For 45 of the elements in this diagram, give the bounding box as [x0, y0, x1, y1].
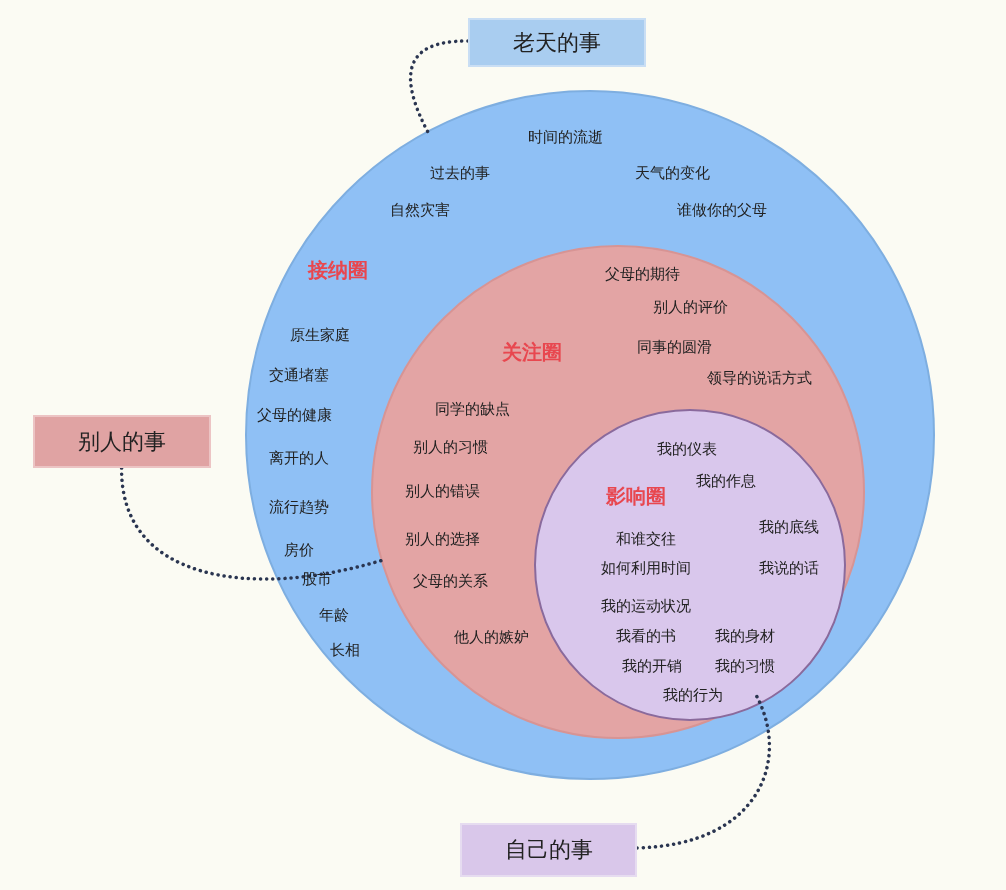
dotted-connector	[408, 39, 470, 136]
circle-item: 我的身材	[715, 627, 775, 645]
circle-item: 我的行为	[663, 686, 723, 704]
circle-item: 房价	[284, 541, 314, 559]
category-box: 老天的事	[468, 18, 646, 67]
circle-item: 时间的流逝	[527, 128, 603, 146]
circle-item: 离开的人	[269, 449, 329, 467]
circle-item: 别人的评价	[652, 298, 728, 316]
circle-title: 影响圈	[606, 484, 666, 508]
category-box: 别人的事	[33, 415, 211, 468]
circle-item: 同事的圆滑	[636, 338, 712, 356]
circle-item: 我的运动状况	[601, 597, 691, 615]
circle-item: 如何利用时间	[601, 559, 691, 577]
circle-item: 自然灾害	[390, 201, 450, 219]
category-box: 自己的事	[460, 823, 637, 877]
circle-item: 天气的变化	[634, 164, 710, 182]
circle-item: 流行趋势	[269, 498, 329, 516]
circle-item: 我的作息	[696, 472, 756, 490]
dotted-connector	[119, 466, 385, 581]
circle-item: 我的开销	[622, 657, 682, 675]
circle-item: 我的底线	[759, 518, 819, 536]
circle-title: 接纳圈	[308, 258, 368, 282]
circle-item: 别人的习惯	[412, 438, 488, 456]
circle-item: 长相	[330, 641, 360, 659]
circle-item: 我的仪表	[657, 440, 717, 458]
circle-item: 父母的期待	[604, 265, 680, 283]
circle-item: 父母的健康	[256, 406, 332, 424]
dotted-connector	[635, 694, 772, 850]
circle-item: 原生家庭	[290, 326, 350, 344]
circle-item: 别人的错误	[404, 482, 480, 500]
circle-item: 父母的关系	[412, 572, 488, 590]
circle-item: 我的习惯	[715, 657, 775, 675]
circle-item: 领导的说话方式	[706, 369, 812, 387]
circle-item: 过去的事	[430, 164, 490, 182]
circle-item: 谁做你的父母	[677, 201, 767, 219]
circle-item: 同学的缺点	[434, 400, 510, 418]
circle-item: 交通堵塞	[269, 366, 329, 384]
circle-title: 关注圈	[502, 340, 562, 364]
circle-item: 他人的嫉妒	[453, 628, 529, 646]
circle-item: 股市	[302, 570, 332, 588]
circle-item: 我看的书	[616, 627, 676, 645]
circle-item: 年龄	[319, 606, 349, 624]
circle-item: 我说的话	[759, 559, 819, 577]
circle-item: 和谁交往	[616, 530, 676, 548]
circle-item: 别人的选择	[404, 530, 480, 548]
